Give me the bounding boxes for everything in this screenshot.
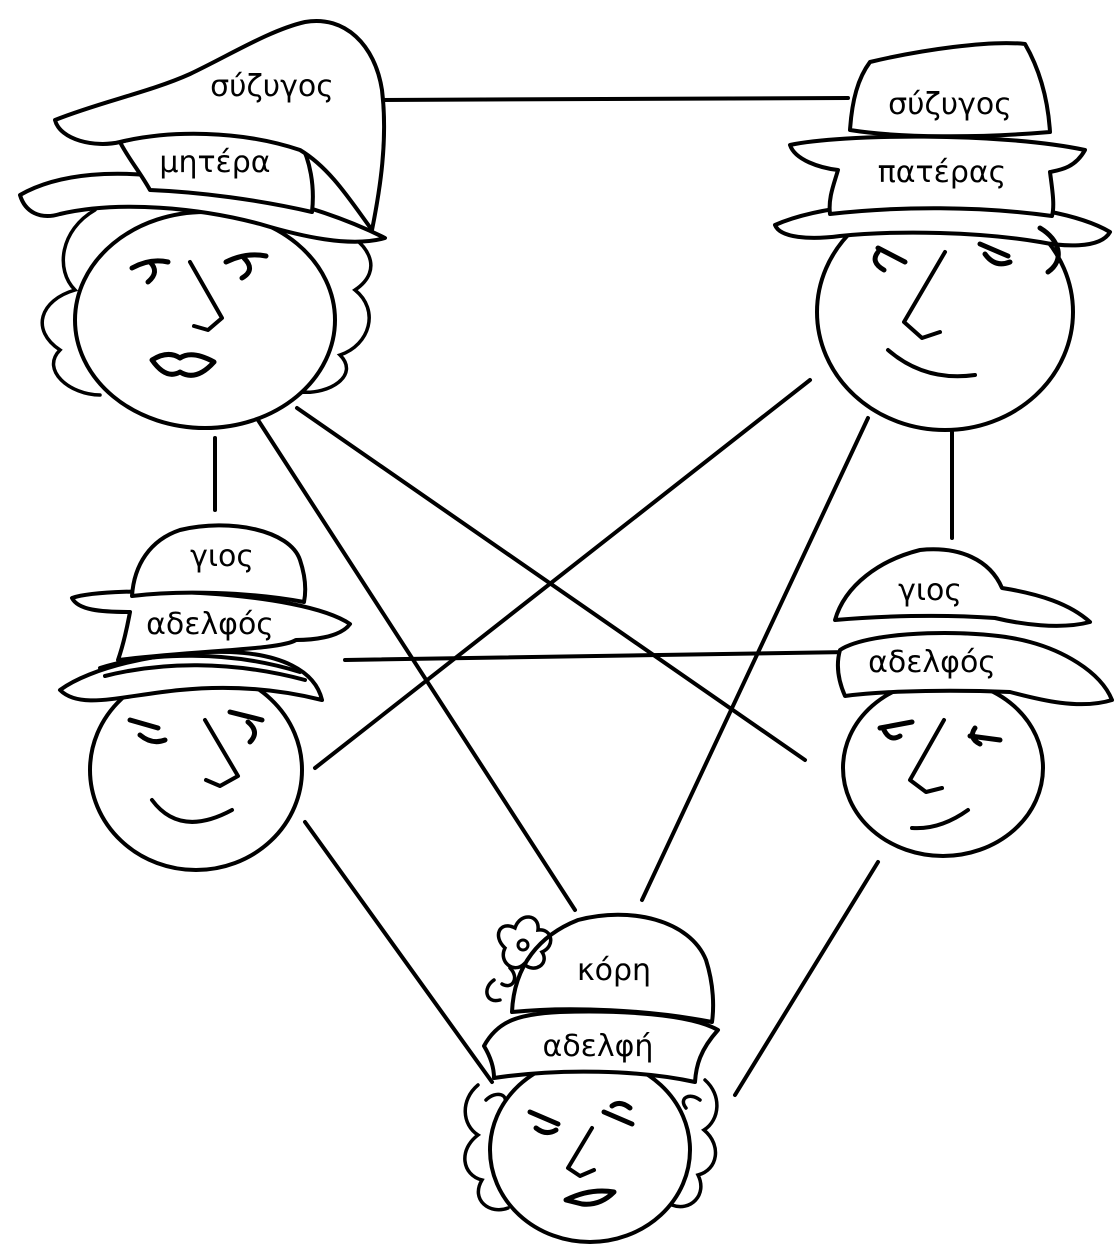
son-right-figure: αδελφός γιος <box>835 549 1112 856</box>
link-mother-daughter <box>258 420 575 910</box>
daughter-upper-role: κόρη <box>577 953 651 988</box>
father-figure: πατέρας σύζυγος <box>775 43 1110 430</box>
link-mother-father <box>370 98 848 100</box>
link-father-daughter <box>642 418 868 900</box>
mother-lower-role: μητέρα <box>159 145 270 180</box>
link-son-left-son-right <box>345 652 850 660</box>
mother-figure: μητέρα σύζυγος <box>20 21 385 428</box>
son-left-face <box>90 670 302 870</box>
son-left-upper-role: γιος <box>190 539 254 574</box>
daughter-lower-role: αδελφή <box>543 1029 654 1064</box>
son-right-lower-role: αδελφός <box>868 645 996 680</box>
father-upper-role: σύζυγος <box>888 87 1012 122</box>
mother-face <box>75 212 335 428</box>
son-right-upper-hat <box>835 549 1090 626</box>
son-left-figure: αδελφός γιος <box>60 525 350 870</box>
mother-upper-role: σύζυγος <box>210 69 334 104</box>
father-lower-role: πατέρας <box>878 155 1007 190</box>
daughter-figure: αδελφή κόρη <box>465 915 718 1242</box>
son-left-lower-role: αδελφός <box>146 607 274 642</box>
link-son-left-daughter <box>305 822 492 1082</box>
link-son-right-daughter <box>735 862 878 1095</box>
daughter-face <box>490 1058 690 1242</box>
son-right-face <box>843 680 1043 856</box>
son-right-upper-role: γιος <box>898 573 962 608</box>
